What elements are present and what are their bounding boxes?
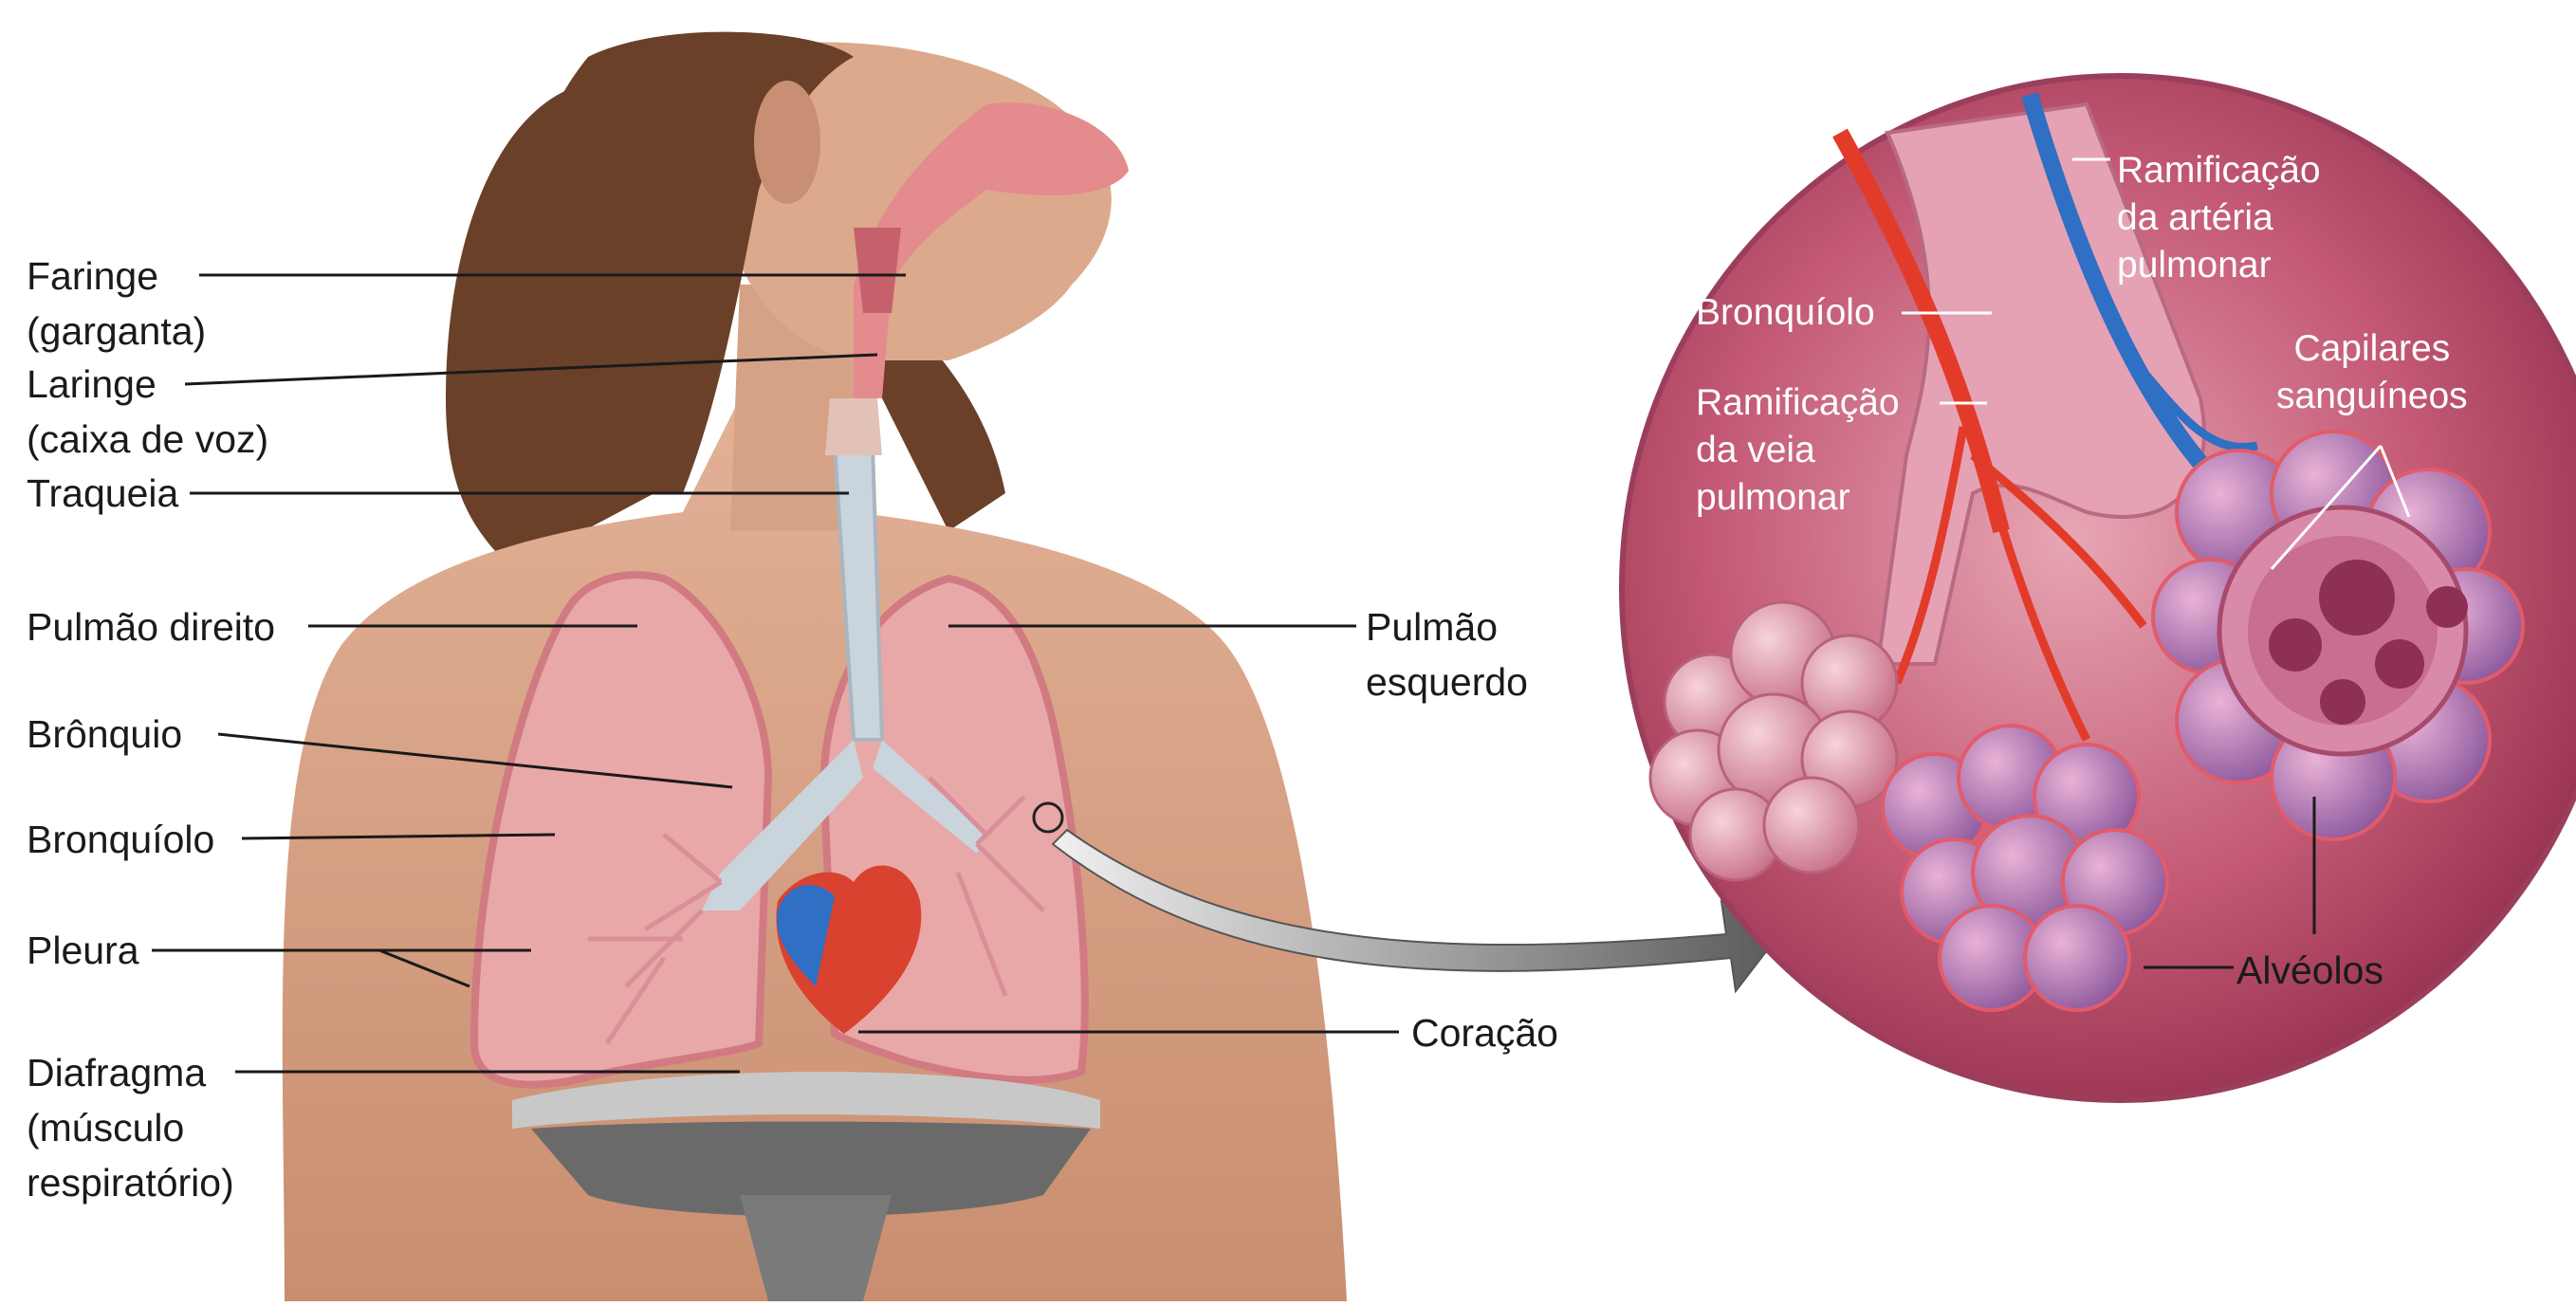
label-pulmao-direito: Pulmão direito (27, 599, 275, 654)
label-inset-bronquiolo: Bronquíolo (1696, 289, 1875, 337)
alveoli-inset (1622, 76, 2576, 1100)
label-pleura: Pleura (27, 923, 139, 978)
label-traqueia: Traqueia (27, 466, 178, 521)
label-alveolos: Alvéolos (2236, 943, 2383, 998)
label-faringe: Faringe(garganta) (27, 248, 206, 359)
human-torso (283, 32, 1347, 1301)
label-coracao: Coração (1411, 1005, 1558, 1060)
label-bronquio: Brônquio (27, 707, 182, 762)
label-laringe: Laringe(caixa de voz) (27, 357, 268, 467)
label-bronquiolo: Bronquíolo (27, 812, 214, 867)
